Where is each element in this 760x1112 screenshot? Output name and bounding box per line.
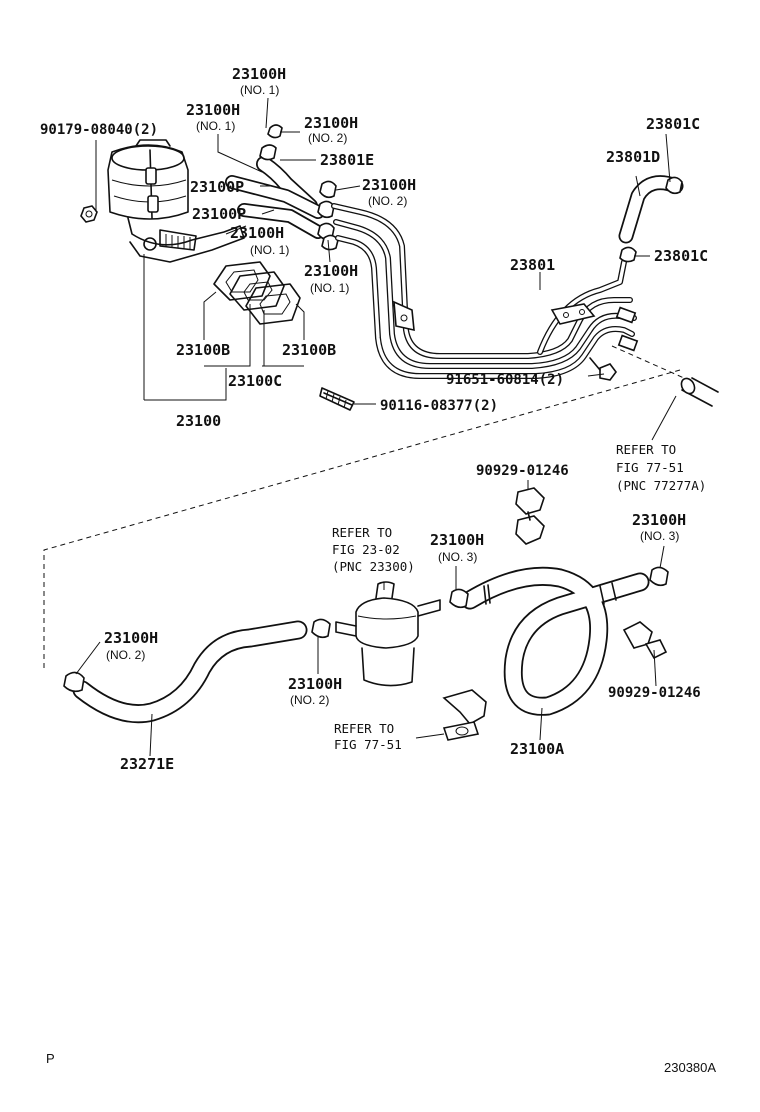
- hose-23801e: [256, 156, 318, 214]
- label-refer-to-2: REFER TO: [332, 525, 392, 540]
- hose-23100a: [460, 566, 650, 716]
- label-90929-top: 90929-01246: [476, 463, 569, 479]
- label-23100p-a: 23100P: [190, 178, 244, 196]
- part-labels: 23100H (NO. 1) 23100H (NO. 1) 23100H (NO…: [40, 65, 716, 1075]
- filter-bracket: [442, 689, 487, 741]
- leader-lines: [75, 97, 677, 757]
- fuel-pump-assembly: [80, 139, 245, 263]
- hose-23100p-upper: [225, 175, 325, 219]
- label-pnc-23300: (PNC 23300): [332, 559, 415, 574]
- label-23100h-mid: 23100H: [230, 224, 284, 242]
- label-pnc-77277a: (PNC 77277A): [616, 478, 706, 493]
- label-no2-d: (NO. 2): [290, 693, 329, 707]
- label-23801e: 23801E: [320, 151, 374, 169]
- label-23100h-no3b: 23100H: [632, 511, 686, 529]
- label-fig-77-51-1: FIG 77-51: [616, 460, 684, 475]
- label-23100h-no2d: 23100H: [288, 675, 342, 693]
- label-fig-23-02: FIG 23-02: [332, 542, 400, 557]
- gasket-23100b-left: [213, 261, 271, 301]
- label-23100h-no1c: 23100H: [304, 262, 358, 280]
- label-no3-a: (NO. 3): [438, 550, 477, 564]
- label-no1-mid: (NO. 1): [250, 243, 289, 257]
- label-no2-b: (NO. 2): [368, 194, 407, 208]
- label-23271e: 23271E: [120, 755, 174, 773]
- label-23100h-left: 23100H: [186, 101, 240, 119]
- label-refer-to-1: REFER TO: [616, 442, 676, 457]
- label-91651: 91651-60814(2): [446, 372, 564, 388]
- label-23100p-b: 23100P: [192, 205, 246, 223]
- label-no1-left: (NO. 1): [196, 119, 235, 133]
- label-no2-c: (NO. 2): [106, 648, 145, 662]
- hose-clamp-23271e-end: [63, 671, 85, 693]
- label-90116: 90116-08377(2): [380, 398, 498, 414]
- chassis-pipe-stub: [680, 377, 719, 407]
- label-90179: 90179-08040(2): [40, 122, 158, 138]
- hose-clamp-fuel-filter-inlet: [311, 618, 331, 639]
- hose-clamps-upper: [259, 124, 339, 251]
- hose-23100p-lower: [237, 203, 325, 239]
- label-23801c-right: 23801C: [654, 247, 708, 265]
- label-23100: 23100: [176, 412, 221, 430]
- label-no3-b: (NO. 3): [640, 529, 679, 543]
- clip-90929-right: [622, 621, 668, 660]
- hose-clamps-23100a: [449, 566, 669, 609]
- corner-marker: P: [46, 1051, 55, 1066]
- fuel-tube-23801: [331, 203, 639, 379]
- diagram-id: 230380A: [664, 1060, 716, 1075]
- gasket-23100c: [229, 271, 285, 311]
- label-refer-to-3: REFER TO: [334, 721, 394, 736]
- bolt-91651: [589, 357, 617, 381]
- fuel-filter-23300: [335, 581, 441, 687]
- label-23100h-no2b: 23100H: [362, 176, 416, 194]
- stud-bolt-90116: [319, 387, 355, 411]
- label-90929-right: 90929-01246: [608, 685, 701, 701]
- label-23100h-top: 23100H: [232, 65, 286, 83]
- label-23100h-no2c: 23100H: [104, 629, 158, 647]
- hose-23271e: [72, 620, 308, 724]
- dashed-connection-lines: [43, 345, 685, 668]
- label-fig-77-51-2: FIG 77-51: [334, 737, 402, 752]
- label-23801: 23801: [510, 256, 555, 274]
- clip-90929-top: [515, 487, 545, 545]
- label-23100h-no3a: 23100H: [430, 531, 484, 549]
- label-no1-c: (NO. 1): [310, 281, 349, 295]
- label-23100h-no2a: 23100H: [304, 114, 358, 132]
- label-no2-a: (NO. 2): [308, 131, 347, 145]
- label-23801c-top: 23801C: [646, 115, 700, 133]
- label-23100b-left: 23100B: [176, 341, 230, 359]
- label-23100c: 23100C: [228, 372, 282, 390]
- gasket-23100b-right: [245, 283, 301, 325]
- label-23100b-right: 23100B: [282, 341, 336, 359]
- label-no1-top: (NO. 1): [240, 83, 279, 97]
- label-23100a: 23100A: [510, 740, 564, 758]
- label-23801d: 23801D: [606, 148, 660, 166]
